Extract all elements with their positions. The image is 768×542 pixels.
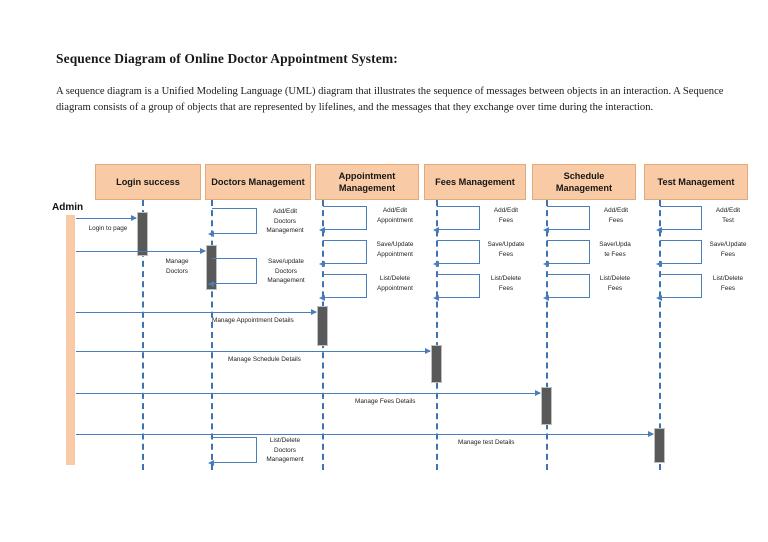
message-label-manage-test-details: Manage test Details [458, 439, 515, 446]
message-line-manage-doctors [76, 251, 205, 252]
message-label-doctors-add-edit: Add/Edit Doctors Management [266, 208, 304, 235]
arrowhead-test-list-delete [656, 294, 662, 301]
message-label-schedule-add-edit: Add/Edit Fees [603, 207, 629, 224]
activation-appointment-management [317, 306, 328, 346]
arrowhead-doctors-add-edit [208, 230, 214, 237]
arrowhead-schedule-save-update [543, 260, 549, 267]
message-label-doctors-list-delete: List/Delete Doctors Management [266, 437, 304, 464]
selfloop-appointment-list-delete [323, 274, 367, 298]
actor-lifeline-admin [66, 215, 75, 465]
activation-test-management [654, 428, 665, 463]
message-line-manage-schedule-details [76, 351, 430, 352]
message-label-test-add-edit: Add/Edit Test [715, 207, 741, 224]
selfloop-appointment-add-edit [323, 206, 367, 230]
selfloop-test-save-update [660, 240, 702, 264]
arrowhead-manage-doctors [200, 247, 206, 254]
selfloop-schedule-save-update [547, 240, 590, 264]
arrowhead-appointment-save-update [319, 260, 325, 267]
message-label-appointment-save-update: Save/Update Appointment [376, 241, 414, 258]
selfloop-doctors-add-edit [212, 208, 257, 234]
message-label-fees-list-delete: List/Delete Fees [490, 275, 522, 292]
message-label-test-save-update: Save/Update Fees [709, 241, 747, 258]
message-label-test-list-delete: List/Delete Fees [712, 275, 744, 292]
activation-login-success [137, 212, 148, 256]
selfloop-test-add-edit [660, 206, 702, 230]
selfloop-schedule-add-edit [547, 206, 590, 230]
lifeline-login-success [142, 200, 144, 470]
message-label-doctors-save-update: Save/update Doctors Management [267, 258, 305, 285]
arrowhead-manage-schedule-details [425, 347, 431, 354]
activation-fees-management [431, 345, 442, 383]
message-label-fees-save-update: Save/Update Fees [487, 241, 525, 258]
actor-label-admin: Admin [52, 202, 84, 213]
selfloop-test-list-delete [660, 274, 702, 298]
participant-fees-management[interactable]: Fees Management [424, 164, 526, 200]
selfloop-fees-save-update [437, 240, 480, 264]
message-label-manage-appointment-details: Manage Appointment Details [212, 317, 294, 324]
lifeline-doctors-management [211, 200, 213, 470]
message-label-fees-add-edit: Add/Edit Fees [493, 207, 519, 224]
message-line-manage-appointment-details [76, 312, 316, 313]
participant-appointment-management[interactable]: Appointment Management [315, 164, 419, 200]
lifeline-schedule-management [546, 200, 548, 470]
selfloop-doctors-list-delete [212, 437, 257, 463]
message-label-schedule-save-update: Save/Upda te Fees [599, 241, 631, 258]
message-label-manage-doctors: Manage Doctors [165, 258, 189, 275]
arrowhead-fees-add-edit [433, 226, 439, 233]
selfloop-fees-list-delete [437, 274, 480, 298]
participant-test-management[interactable]: Test Management [644, 164, 748, 200]
arrowhead-manage-appointment-details [311, 308, 317, 315]
arrowhead-appointment-add-edit [319, 226, 325, 233]
page-title: Sequence Diagram of Online Doctor Appoin… [56, 51, 398, 66]
arrowhead-schedule-list-delete [543, 294, 549, 301]
selfloop-schedule-list-delete [547, 274, 590, 298]
message-label-schedule-list-delete: List/Delete Fees [599, 275, 631, 292]
message-label-appointment-add-edit: Add/Edit Appointment [377, 207, 413, 224]
message-label-manage-fees-details: Manage Fees Details [355, 398, 416, 405]
arrowhead-doctors-list-delete [208, 459, 214, 466]
arrowhead-fees-save-update [433, 260, 439, 267]
message-line-login-to-page [76, 218, 136, 219]
arrowhead-test-add-edit [656, 226, 662, 233]
selfloop-appointment-save-update [323, 240, 367, 264]
arrowhead-fees-list-delete [433, 294, 439, 301]
selfloop-fees-add-edit [437, 206, 480, 230]
activation-doctors-management [206, 245, 217, 290]
arrowhead-manage-test-details [648, 430, 654, 437]
sequence-diagram: Login success Doctors Management Appoint… [0, 150, 768, 480]
participant-doctors-management[interactable]: Doctors Management [205, 164, 311, 200]
message-label-manage-schedule-details: Manage Schedule Details [228, 356, 301, 363]
arrowhead-appointment-list-delete [319, 294, 325, 301]
lifeline-test-management [659, 200, 661, 470]
selfloop-doctors-save-update [212, 258, 257, 284]
arrowhead-login-to-page [131, 214, 137, 221]
message-line-manage-fees-details [76, 393, 540, 394]
participant-schedule-management[interactable]: Schedule Management [532, 164, 636, 200]
message-label-appointment-list-delete: List/Delete Appointment [377, 275, 413, 292]
arrowhead-doctors-save-update [208, 280, 214, 287]
arrowhead-test-save-update [656, 260, 662, 267]
message-line-manage-test-details [76, 434, 653, 435]
participant-login-success[interactable]: Login success [95, 164, 201, 200]
arrowhead-manage-fees-details [535, 389, 541, 396]
arrowhead-schedule-add-edit [543, 226, 549, 233]
lifeline-fees-management [436, 200, 438, 470]
intro-paragraph: A sequence diagram is a Unified Modeling… [56, 86, 724, 113]
activation-schedule-management [541, 387, 552, 425]
message-label-login-to-page: Login to page [88, 225, 128, 232]
